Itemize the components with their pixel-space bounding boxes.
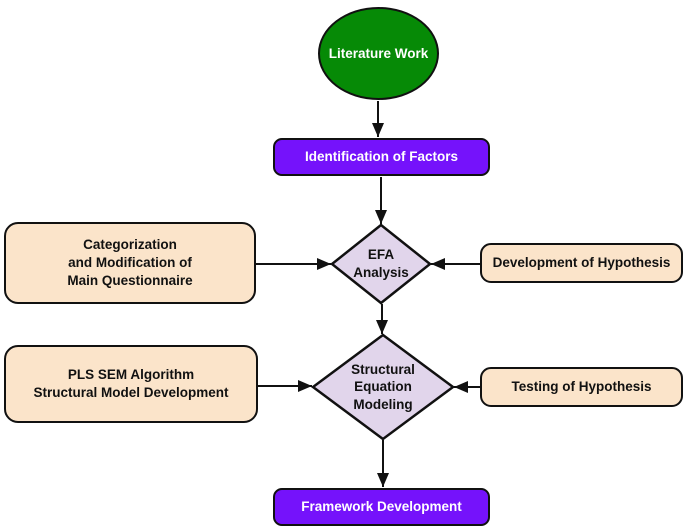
pls-sem-algorithm-node[interactable]: PLS SEM Algorithm Structural Model Devel… (4, 345, 258, 423)
framework-development-label: Framework Development (301, 499, 462, 515)
literature-work-label: Literature Work (328, 45, 429, 61)
identification-of-factors-label: Identification of Factors (304, 149, 458, 165)
development-of-hypothesis-node[interactable]: Development of Hypothesis (480, 243, 683, 283)
pls-sem-algorithm-label: PLS SEM Algorithm Structural Model Devel… (33, 367, 229, 400)
efa-analysis-diamond-shape[interactable] (329, 223, 433, 305)
development-of-hypothesis-label: Development of Hypothesis (492, 255, 671, 271)
literature-work-node[interactable]: Literature Work (318, 7, 439, 100)
testing-of-hypothesis-node[interactable]: Testing of Hypothesis (480, 367, 683, 407)
efa-analysis-label: EFA Analysis (353, 247, 409, 280)
categorization-node[interactable]: Categorization and Modification of Main … (4, 222, 256, 304)
framework-development-node[interactable]: Framework Development (273, 488, 490, 526)
testing-of-hypothesis-label: Testing of Hypothesis (511, 379, 652, 395)
identification-of-factors-node[interactable]: Identification of Factors (273, 138, 490, 176)
structural-equation-modeling-label: Structural Equation Modeling (351, 361, 415, 412)
categorization-label: Categorization and Modification of Main … (67, 237, 193, 288)
structural-equation-modeling-diamond-shape[interactable] (310, 333, 456, 441)
